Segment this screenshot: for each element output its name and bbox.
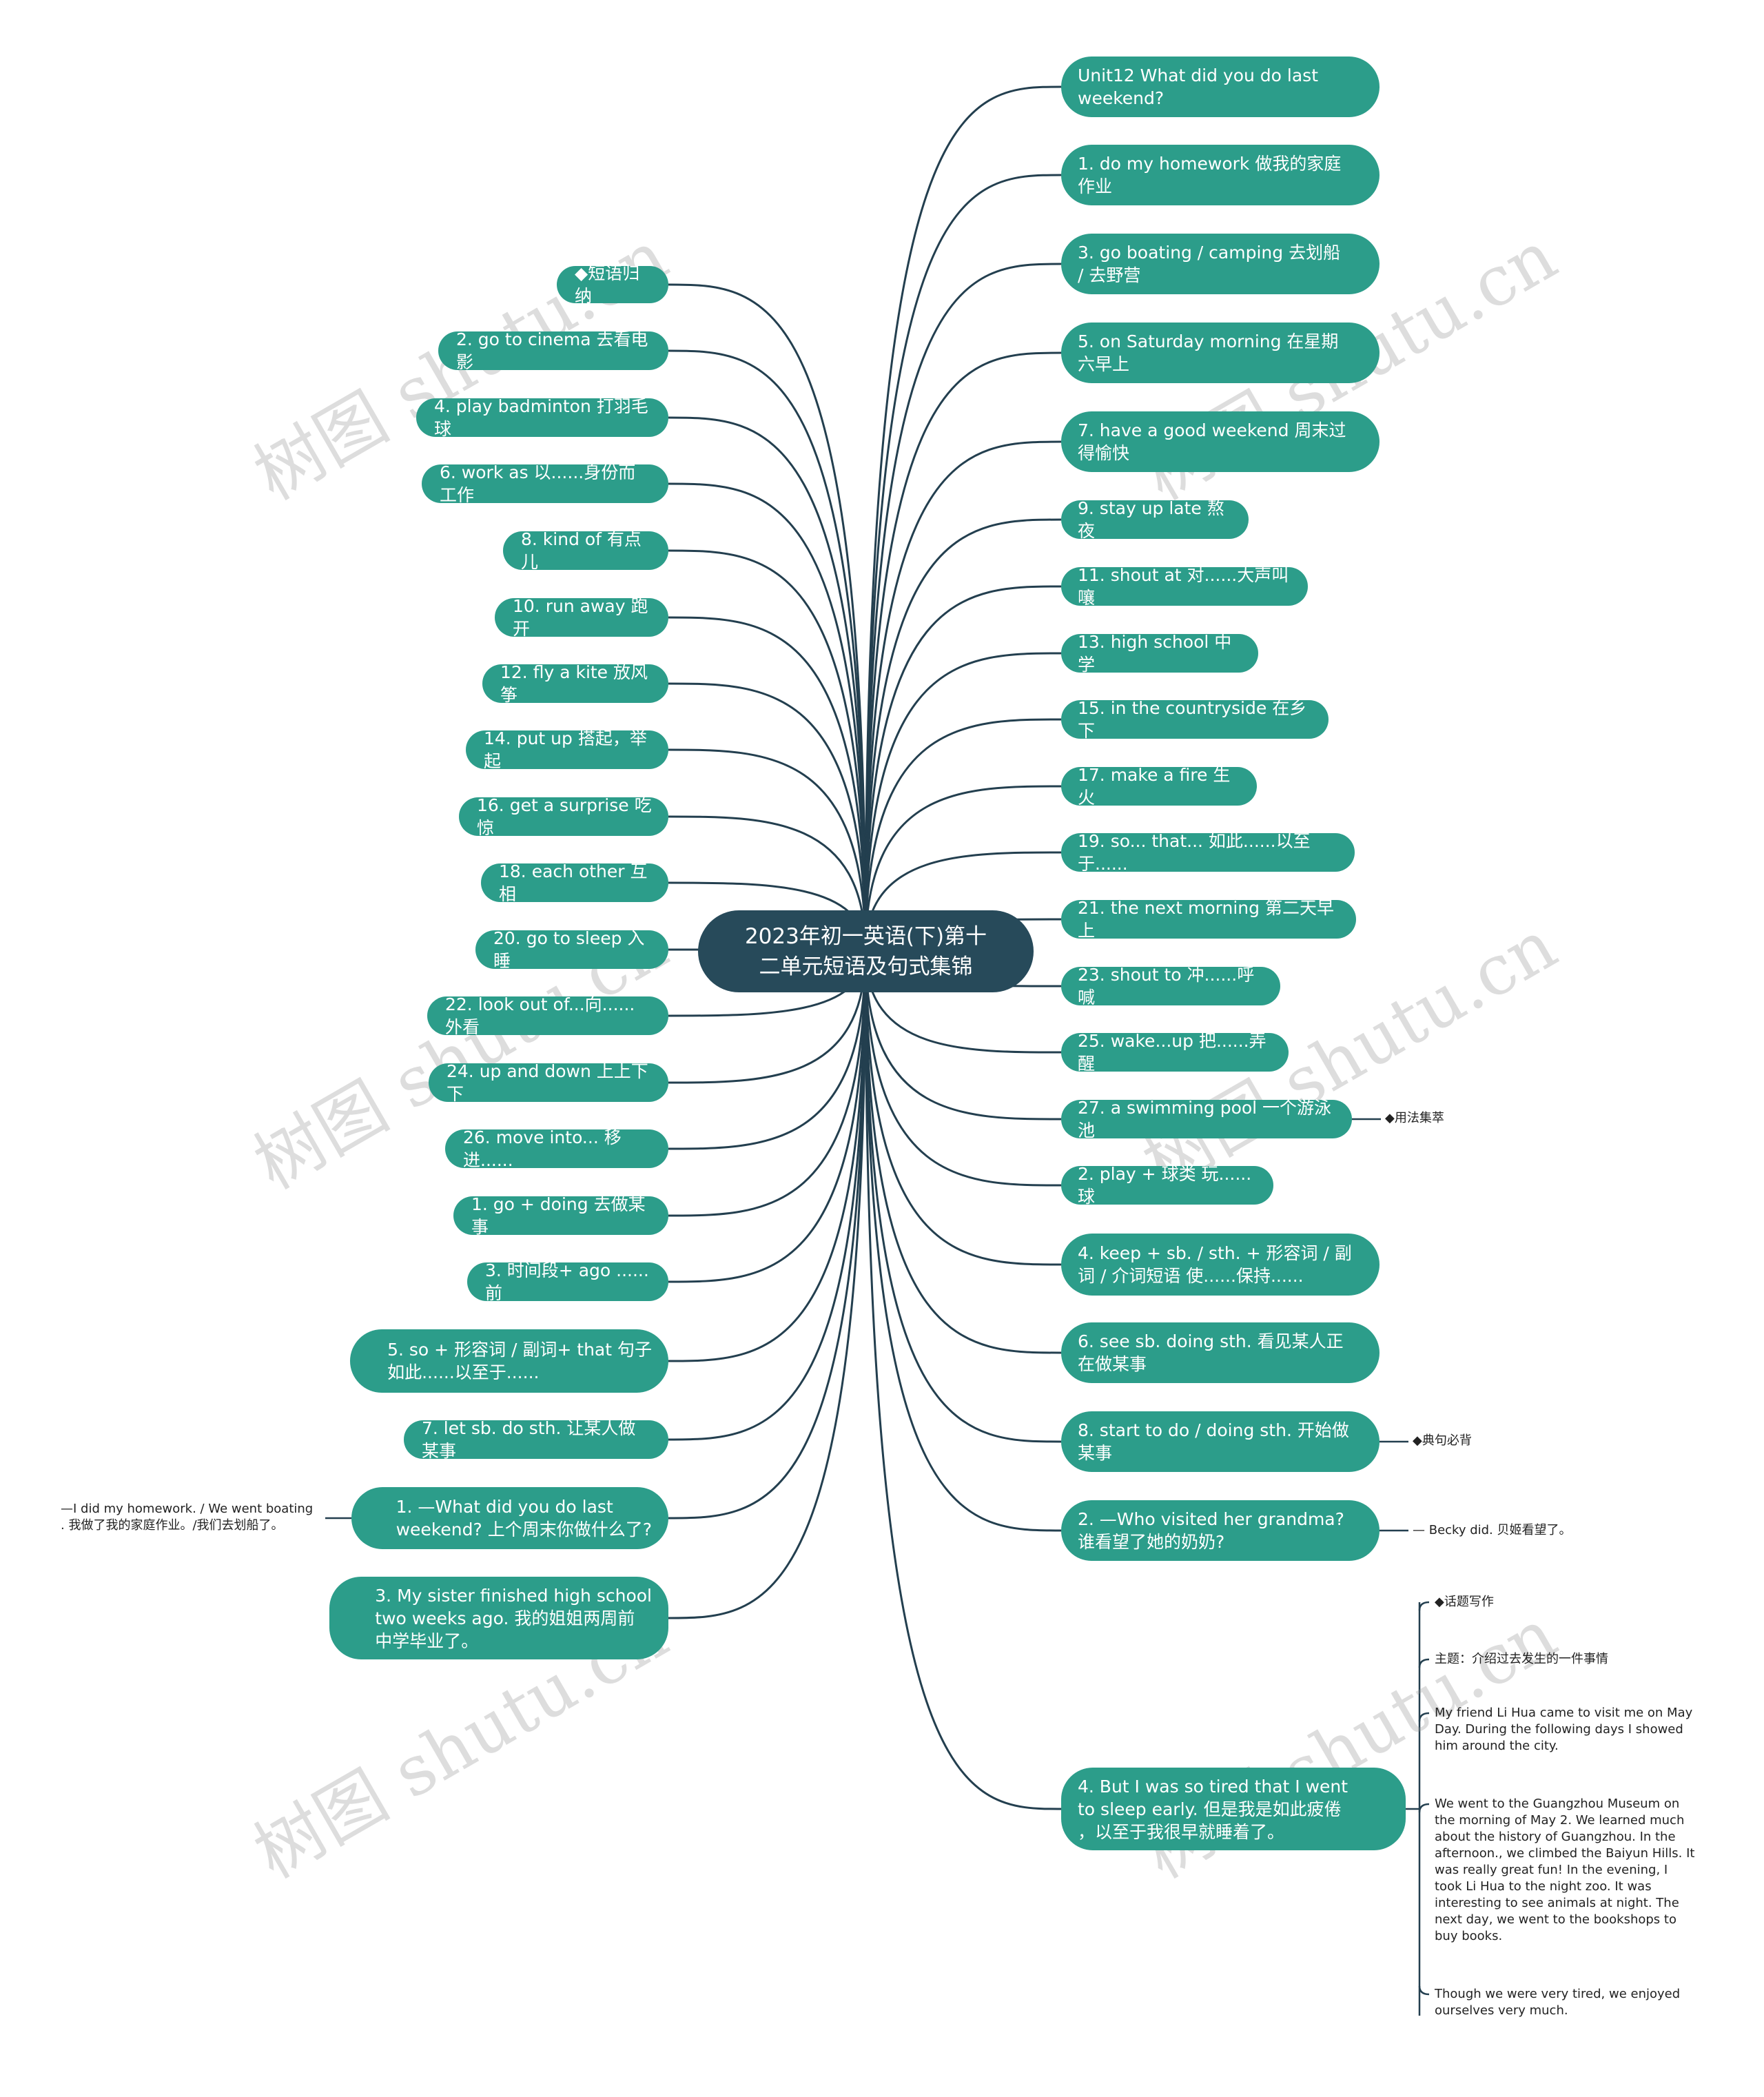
- connector-left-19: [668, 950, 867, 1619]
- left-node-8[interactable]: 16. get a surprise 吃惊: [459, 795, 668, 838]
- left-node-16[interactable]: 5. so + 形容词 / 副词+ that 句子 如此......以至于...…: [350, 1329, 668, 1393]
- connector-right-1: [864, 174, 1062, 952]
- left-node-9[interactable]: 18. each other 互相: [481, 861, 668, 904]
- connector-left-18: [668, 950, 867, 1520]
- writing-branch-2: [1418, 1712, 1430, 1722]
- right-node-13[interactable]: 25. wake...up 把......弄醒: [1061, 1031, 1289, 1074]
- connector-left-17: [668, 950, 867, 1441]
- connector-left-1: [668, 349, 867, 952]
- right-node-9[interactable]: 17. make a fire 生火: [1061, 765, 1257, 808]
- left-node-17[interactable]: 7. let sb. do sth. 让某人做某事: [404, 1418, 668, 1461]
- writing-branch-0: [1418, 1601, 1430, 1611]
- connector-right-2: [864, 263, 1062, 952]
- left-node-13[interactable]: 26. move into... 移进......: [445, 1127, 668, 1170]
- writing-paragraph-3[interactable]: Though we were very tired, we enjoyed ou…: [1435, 1987, 1681, 2018]
- right-node-20[interactable]: 4. But I was so tired that I went to sle…: [1061, 1768, 1406, 1850]
- connector-left-3: [668, 482, 867, 952]
- connector-left-4: [668, 549, 867, 952]
- connector-left-0: [668, 283, 867, 952]
- connector-right-14: [864, 950, 1062, 1121]
- writing-branch-3: [1418, 1803, 1430, 1813]
- writing-heading[interactable]: ◆话题写作: [1435, 1595, 1494, 1609]
- right-node-17[interactable]: 6. see sb. doing sth. 看见某人正 在做某事: [1061, 1322, 1380, 1383]
- connector-left-8: [668, 815, 867, 952]
- right-node-2[interactable]: 3. go boating / camping 去划船 / 去野营: [1061, 234, 1380, 294]
- right-node-15[interactable]: 2. play + 球类 玩......球: [1061, 1164, 1273, 1207]
- right-node-5[interactable]: 9. stay up late 熬夜: [1061, 498, 1249, 541]
- left-node-7[interactable]: 14. put up 搭起，举起: [466, 728, 668, 771]
- right-node-3[interactable]: 5. on Saturday morning 在星期 六早上: [1061, 323, 1380, 383]
- answer-left[interactable]: —I did my homework. / We went boating . …: [61, 1502, 314, 1533]
- left-node-5[interactable]: 10. run away 跑开: [495, 596, 668, 639]
- left-node-11[interactable]: 22. look out of...向......外看: [427, 994, 668, 1037]
- right-node-1[interactable]: 1. do my homework 做我的家庭 作业: [1061, 145, 1380, 205]
- left-node-10[interactable]: 20. go to sleep 入睡: [475, 928, 668, 971]
- connector-left-7: [668, 748, 867, 952]
- left-node-6[interactable]: 12. fly a kite 放风筝: [482, 662, 668, 705]
- left-node-14[interactable]: 1. go + doing 去做某事: [453, 1194, 668, 1237]
- connector-right-8: [864, 718, 1062, 952]
- connector-right-9: [864, 785, 1062, 952]
- writing-paragraph-2[interactable]: We went to the Guangzhou Museum on the m…: [1435, 1797, 1695, 1943]
- right-node-16[interactable]: 4. keep + sb. / sth. + 形容词 / 副 词 / 介词短语 …: [1061, 1234, 1380, 1296]
- connector-left-2: [668, 416, 867, 952]
- connector-right-20: [864, 950, 1062, 1810]
- writing-topic[interactable]: 主题：介绍过去发生的一件事情: [1435, 1652, 1608, 1666]
- left-node-0[interactable]: ◆短语归纳: [557, 263, 668, 306]
- connector-right-18: [864, 950, 1062, 1443]
- connector-right-19: [864, 950, 1062, 1532]
- right-node-10[interactable]: 19. so... that... 如此......以至于......: [1061, 831, 1355, 874]
- right-node-18[interactable]: 8. start to do / doing sth. 开始做 某事: [1061, 1411, 1380, 1472]
- sentences-label[interactable]: ◆典句必背: [1413, 1433, 1472, 1448]
- right-node-12[interactable]: 23. shout to 冲......呼喊: [1061, 965, 1280, 1007]
- connector-right-4: [864, 440, 1062, 952]
- left-node-12[interactable]: 24. up and down 上上下下: [429, 1061, 668, 1104]
- connector-right-16: [864, 950, 1062, 1266]
- left-node-4[interactable]: 8. kind of 有点儿: [503, 529, 668, 572]
- connector-right-6: [864, 585, 1062, 952]
- connector-right-15: [864, 950, 1062, 1187]
- right-node-0[interactable]: Unit12 What did you do last weekend?: [1061, 57, 1380, 117]
- connector-left-14: [668, 950, 867, 1217]
- connector-left-15: [668, 950, 867, 1283]
- left-node-19[interactable]: 3. My sister finished high school two we…: [329, 1577, 668, 1659]
- connector-right-0: [864, 85, 1062, 952]
- right-node-7[interactable]: 13. high school 中学: [1061, 632, 1258, 675]
- left-node-1[interactable]: 2. go to cinema 去看电影: [438, 329, 668, 372]
- connector-right-7: [864, 652, 1062, 952]
- central-topic[interactable]: 2023年初一英语(下)第十 二单元短语及句式集锦: [698, 910, 1034, 992]
- connector-right-17: [864, 950, 1062, 1354]
- writing-branch-4: [1418, 1985, 1430, 1996]
- writing-branch-1: [1418, 1658, 1430, 1668]
- writing-paragraph-1[interactable]: My friend Li Hua came to visit me on May…: [1435, 1706, 1693, 1753]
- right-node-8[interactable]: 15. in the countryside 在乡下: [1061, 698, 1329, 741]
- right-node-4[interactable]: 7. have a good weekend 周末过 得愉快: [1061, 411, 1380, 472]
- connector-left-5: [668, 616, 867, 952]
- right-node-14[interactable]: 27. a swimming pool 一个游泳池: [1061, 1098, 1352, 1140]
- left-node-15[interactable]: 3. 时间段+ ago ......前: [467, 1260, 668, 1303]
- left-node-2[interactable]: 4. play badminton 打羽毛球: [416, 396, 668, 439]
- usage-label[interactable]: ◆用法集萃: [1385, 1111, 1444, 1125]
- connector-left-13: [668, 950, 867, 1150]
- connector-left-16: [668, 950, 867, 1362]
- right-node-19[interactable]: 2. —Who visited her grandma? 谁看望了她的奶奶?: [1061, 1500, 1380, 1561]
- answer-right[interactable]: — Becky did. 贝姬看望了。: [1413, 1523, 1572, 1537]
- right-node-11[interactable]: 21. the next morning 第二天早上: [1061, 898, 1356, 941]
- connector-right-3: [864, 351, 1062, 952]
- right-node-6[interactable]: 11. shout at 对......大声叫嚷: [1061, 565, 1308, 608]
- connector-left-6: [668, 682, 867, 952]
- connector-right-5: [864, 518, 1062, 952]
- left-node-18[interactable]: 1. —What did you do last weekend? 上个周末你做…: [351, 1487, 668, 1549]
- left-node-3[interactable]: 6. work as 以......身份而工作: [422, 462, 668, 505]
- connector-left-12: [668, 950, 867, 1084]
